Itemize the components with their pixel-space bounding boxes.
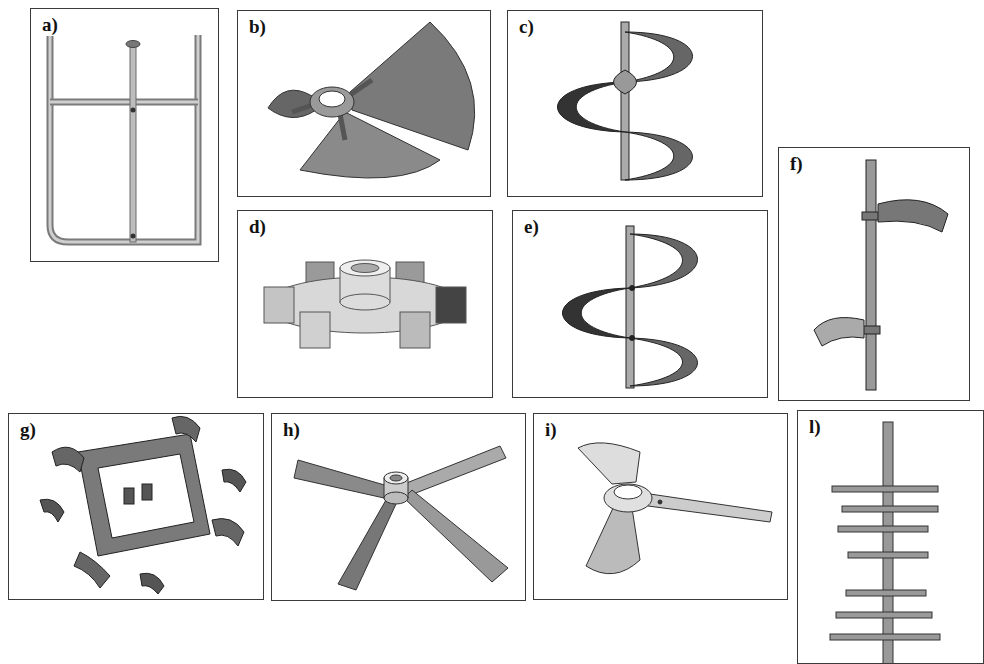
- panel-letter: i): [543, 420, 559, 441]
- pitched-blade-turbine: [294, 446, 508, 590]
- rushton-turbine: [264, 260, 466, 348]
- impeller-panel: b): [237, 10, 491, 197]
- panel-letter: c): [517, 17, 536, 38]
- impeller-panel: c): [507, 10, 763, 197]
- panel-letter: l): [807, 417, 823, 438]
- impeller-panel: l): [797, 410, 984, 664]
- panel-letter: d): [247, 217, 268, 238]
- impeller-panel: a): [30, 8, 219, 262]
- helical-ribbon-impeller: [563, 226, 698, 388]
- impeller-panel: h): [271, 413, 526, 601]
- impeller-panel: f): [778, 147, 970, 401]
- impeller-panel: d): [237, 210, 493, 398]
- hydrofoil-impeller: [578, 443, 772, 574]
- panel-letter: f): [788, 154, 805, 175]
- frame-impeller: [40, 416, 246, 594]
- panel-letter: b): [247, 17, 268, 38]
- impeller-panel: g): [8, 413, 264, 600]
- panel-letter: h): [281, 420, 302, 441]
- propeller-impeller: [268, 22, 475, 178]
- helical-ribbon-impeller: [558, 22, 693, 180]
- impeller-panel: i): [533, 413, 788, 600]
- paddle-impeller: [814, 160, 948, 390]
- panel-letter: a): [40, 15, 60, 36]
- rod-impeller: [830, 422, 940, 664]
- panel-letter: g): [18, 420, 38, 441]
- impeller-panel: e): [512, 210, 768, 398]
- panel-letter: e): [522, 217, 541, 238]
- anchor-impeller: [50, 35, 198, 242]
